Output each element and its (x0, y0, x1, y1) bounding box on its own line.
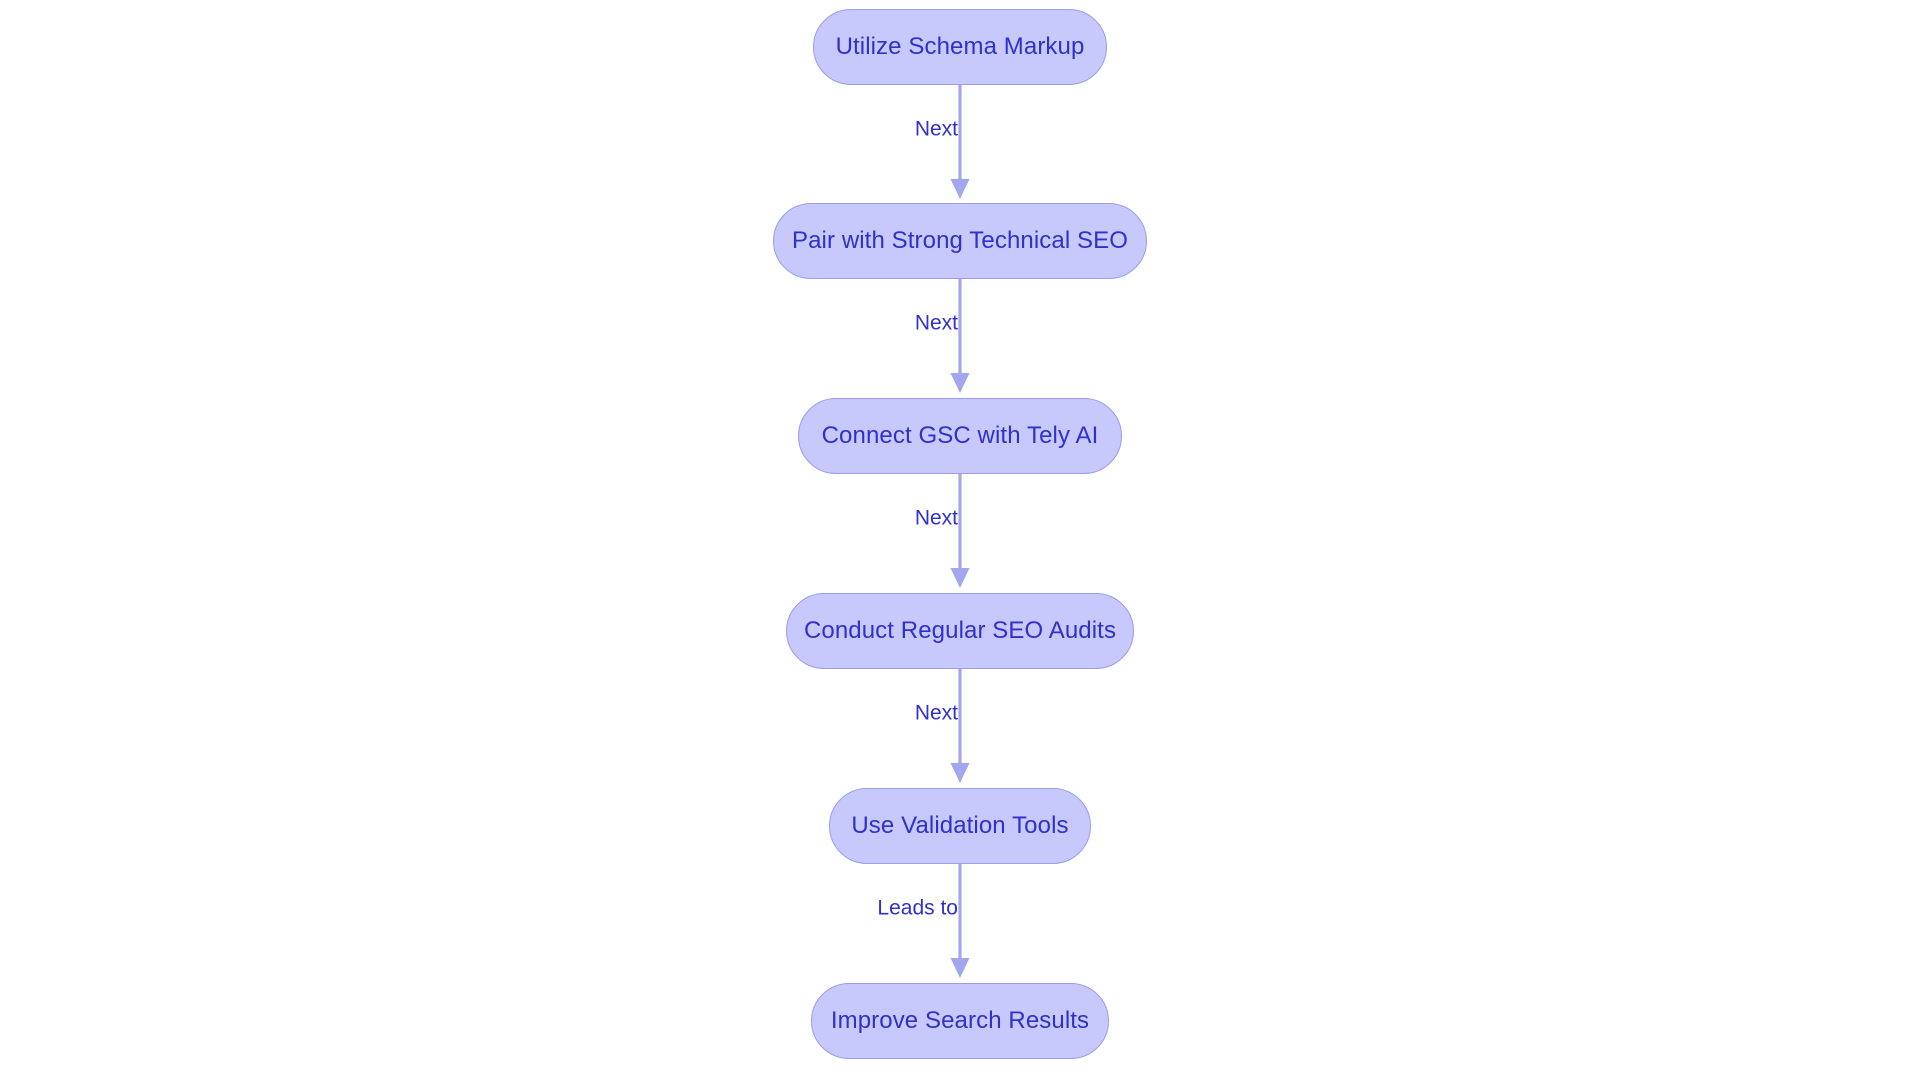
flow-edge-arrow-icon (950, 669, 970, 783)
flow-node-use-validation-tools[interactable]: Use Validation Tools (829, 788, 1091, 864)
flow-edge-n4-n5: Leads to (877, 864, 1020, 982)
flow-edge-n3-n4: Next (900, 669, 1020, 787)
flow-node-label: Improve Search Results (830, 1007, 1090, 1034)
flow-node-connect-gsc-with-tely-ai[interactable]: Connect GSC with Tely AI (798, 398, 1122, 474)
flow-edge-n0-n1: Next (900, 85, 1020, 203)
flow-edge-label: Next (914, 117, 958, 141)
flow-edge-arrow-icon (950, 474, 970, 588)
flow-edge-label: Leads to (877, 896, 958, 920)
flow-node-conduct-regular-seo-audits[interactable]: Conduct Regular SEO Audits (786, 593, 1134, 669)
flow-node-label: Use Validation Tools (851, 812, 1069, 839)
flow-edge-label: Next (914, 311, 958, 335)
flow-node-label: Utilize Schema Markup (835, 33, 1085, 60)
flow-edge-n1-n2: Next (900, 279, 1020, 397)
flow-edge-arrow-icon (950, 864, 970, 978)
flow-node-utilize-schema-markup[interactable]: Utilize Schema Markup (813, 9, 1107, 85)
flow-node-improve-search-results[interactable]: Improve Search Results (811, 983, 1109, 1059)
flow-edge-n2-n3: Next (900, 474, 1020, 592)
flow-node-label: Conduct Regular SEO Audits (803, 617, 1117, 644)
flow-node-pair-with-strong-technical-seo[interactable]: Pair with Strong Technical SEO (773, 203, 1147, 279)
flow-node-label: Pair with Strong Technical SEO (791, 227, 1129, 254)
flow-edge-arrow-icon (950, 85, 970, 199)
flow-edge-label: Next (914, 701, 958, 725)
flow-node-label: Connect GSC with Tely AI (821, 422, 1099, 449)
flow-edge-arrow-icon (950, 279, 970, 393)
flow-edge-label: Next (914, 506, 958, 530)
